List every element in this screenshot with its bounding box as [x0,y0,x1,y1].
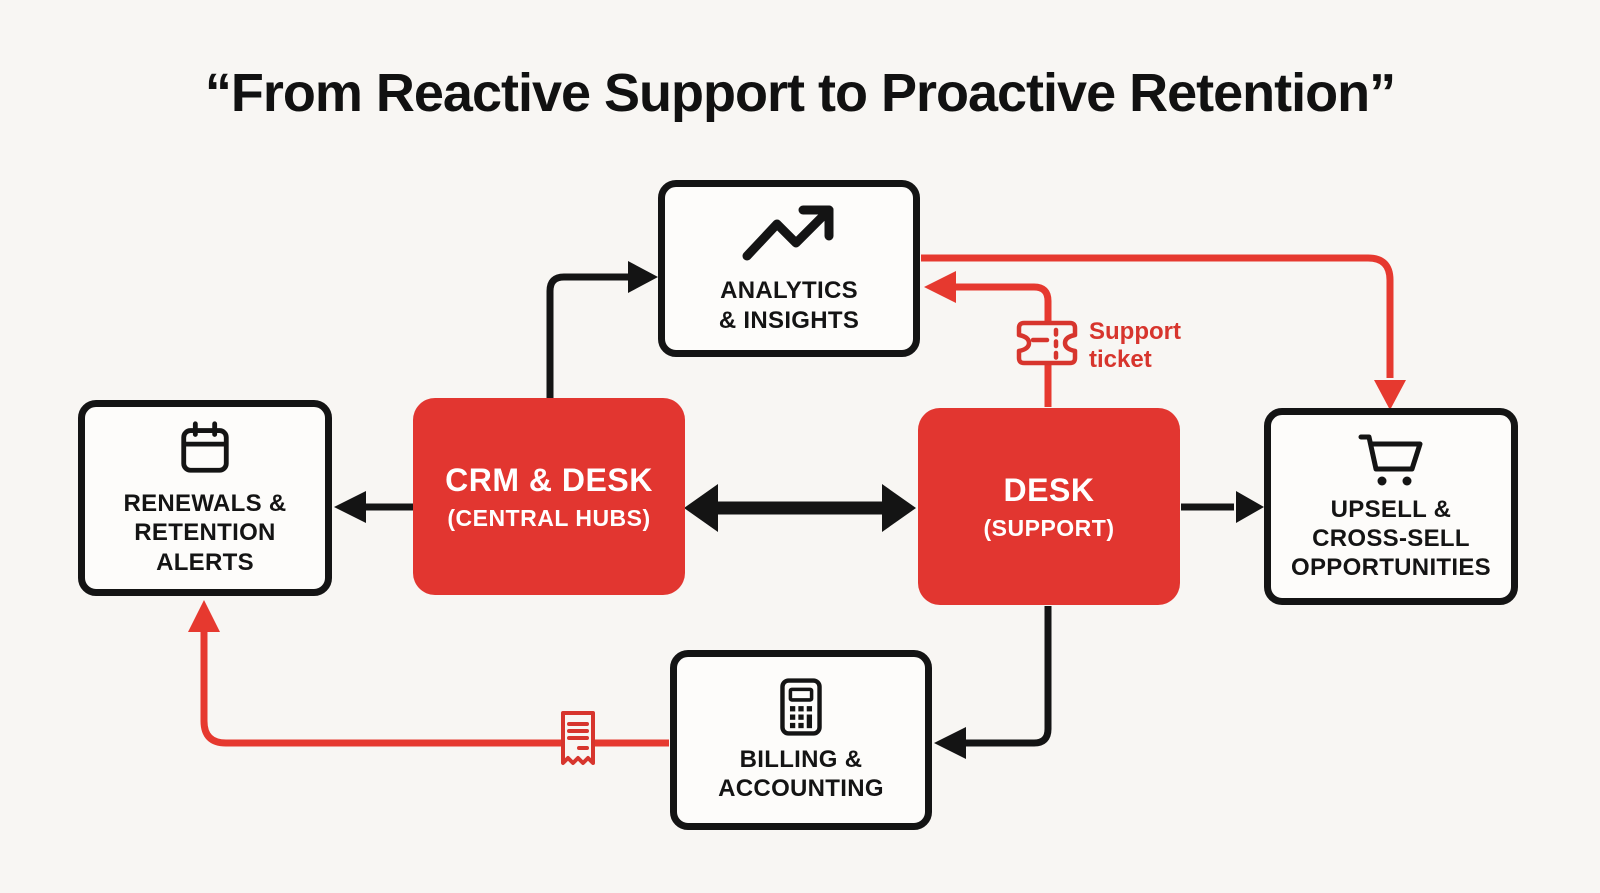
analytics-label-line1: ANALYTICS [720,277,858,305]
trend-up-icon [742,205,834,261]
connector-crm-to-renewals [334,491,414,523]
calendar-icon [181,421,229,473]
desk-subtitle: (SUPPORT) [983,514,1115,541]
ticket-icon [1016,320,1078,366]
renewals-label-line3: ALERTS [156,548,254,576]
upsell-box: UPSELL & CROSS-SELL OPPORTUNITIES [1264,408,1518,605]
connector-crm-desk-bidirectional [684,484,916,532]
connector-crm-to-analytics [546,261,658,399]
billing-label-line1: BILLING & [739,745,863,773]
support-ticket-label: Support ticket [1089,318,1181,374]
diagram-title: “From Reactive Support to Proactive Rete… [204,63,1396,123]
calculator-icon [780,678,822,736]
crm-desk-title: CRM & DESK [445,461,653,498]
crm-desk-subtitle: (CENTRAL HUBS) [447,504,651,531]
billing-label-line2: ACCOUNTING [718,775,884,802]
desk-title: DESK [1003,471,1095,508]
renewals-label-line1: RENEWALS & [123,490,287,518]
connector-billing-to-renewals-red [188,600,669,747]
analytics-label-line2: & INSIGHTS [718,306,860,334]
renewals-box: RENEWALS & RETENTION ALERTS [78,400,332,596]
upsell-label-line3: OPPORTUNITIES [1291,554,1491,582]
upsell-label-line2: CROSS-SELL [1312,524,1470,552]
desk-support-box: DESK (SUPPORT) [918,408,1180,605]
support-ticket-label-line1: Support [1089,318,1181,345]
connector-desk-to-upsell [1181,491,1264,523]
support-ticket-label-line2: ticket [1089,346,1152,374]
upsell-label-line1: UPSELL & [1330,495,1452,523]
renewals-label-line2: RETENTION [134,519,276,547]
cart-icon [1358,434,1423,486]
billing-box: BILLING & ACCOUNTING [670,650,932,830]
receipt-icon [561,711,595,765]
connector-analytics-to-upsell-red [921,254,1406,410]
crm-desk-hub-box: CRM & DESK (CENTRAL HUBS) [413,398,685,595]
analytics-box: ANALYTICS & INSIGHTS [658,180,920,357]
connector-desk-to-billing [934,606,1052,759]
connector-desk-to-analytics-red [924,271,1052,407]
